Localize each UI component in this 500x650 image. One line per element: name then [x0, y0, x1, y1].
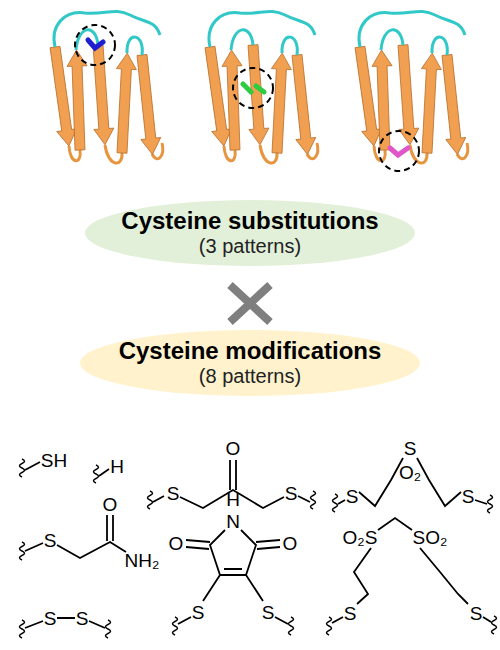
atom-label: S	[44, 531, 57, 550]
chemical-bond	[25, 515, 126, 558]
attachment-wave	[289, 617, 294, 635]
attachment-wave	[333, 494, 338, 512]
chemical-bond	[338, 458, 487, 506]
cysteine-sticks	[390, 148, 408, 155]
atom-label: S	[44, 609, 57, 628]
protein-ribbon	[350, 11, 468, 163]
chemical-bond	[25, 618, 105, 628]
dashed-circle	[233, 68, 273, 108]
category-ellipse: Cysteine substitutions(3 patterns)	[85, 200, 415, 266]
atom-label: S	[346, 487, 359, 506]
ellipse-subtext: (8 patterns)	[199, 365, 301, 389]
attachment-wave	[94, 465, 99, 483]
atom-label: O₂S	[343, 528, 378, 547]
attachment-wave	[20, 620, 25, 638]
attachment-wave	[20, 542, 25, 560]
atom-label: S	[470, 604, 483, 623]
atom-label: N	[226, 512, 240, 531]
atom-label: O	[103, 495, 118, 514]
protein-ribbon	[200, 11, 318, 163]
chemical-bond	[332, 518, 491, 623]
attachment-wave	[148, 491, 153, 509]
attachment-wave	[311, 491, 316, 509]
attachment-wave	[173, 617, 178, 635]
category-ellipse: Cysteine modifications(8 patterns)	[80, 330, 420, 396]
ellipse-subtext: (3 patterns)	[199, 235, 301, 259]
atom-label: O	[226, 439, 241, 458]
atom-label: S	[192, 603, 205, 622]
atom-label: SO₂	[413, 528, 448, 547]
atom-label: NH₂	[125, 551, 160, 570]
chemical-bond	[153, 460, 310, 508]
atom-label: S	[262, 603, 275, 622]
atom-label: H	[110, 457, 124, 476]
atom-label: O	[283, 534, 298, 553]
ellipse-fill	[80, 330, 420, 396]
atom-label: S	[167, 484, 180, 503]
atom-label: S	[285, 484, 298, 503]
chemical-bond	[99, 469, 109, 476]
attachment-wave	[492, 616, 497, 634]
atom-label: S	[76, 609, 89, 628]
attachment-wave	[488, 495, 493, 513]
attachment-wave	[106, 620, 111, 638]
ellipse-fill	[85, 200, 415, 266]
cysteine-sticks	[88, 40, 103, 48]
ellipse-heading: Cysteine substitutions	[121, 207, 378, 235]
atom-label: SH	[41, 451, 67, 470]
dashed-circle	[75, 25, 115, 65]
cysteine-sticks	[243, 84, 264, 92]
atom-label: O₂	[399, 463, 421, 482]
atom-label: S	[462, 487, 475, 506]
atom-label: S	[404, 439, 417, 458]
attachment-wave	[327, 617, 332, 635]
protein-ribbon	[45, 11, 163, 163]
attachment-wave	[20, 459, 25, 477]
chemical-bond	[178, 530, 288, 624]
dashed-circle	[379, 131, 419, 171]
chemical-bond	[25, 462, 40, 470]
atom-label: S	[344, 604, 357, 623]
multiply-symbol	[230, 285, 270, 322]
atom-label: H	[226, 490, 240, 509]
atom-label: O	[169, 534, 184, 553]
ellipse-heading: Cysteine modifications	[119, 337, 382, 365]
